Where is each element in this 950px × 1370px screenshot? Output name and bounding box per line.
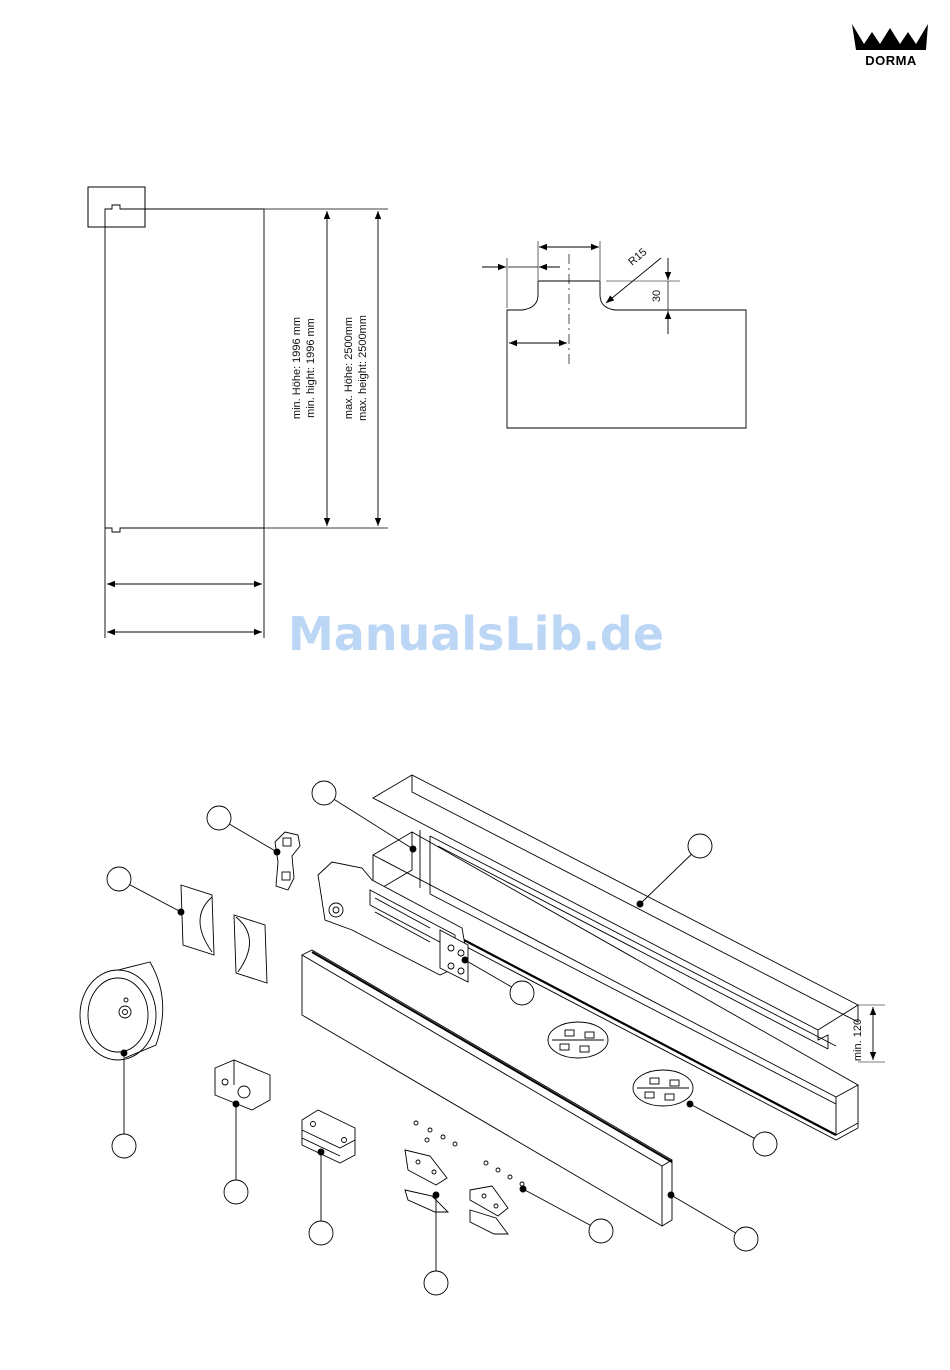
mounting-disc-2 [633, 1070, 693, 1106]
height-labels: min. Höhe: 1996 mm min. hight: 1996 mm m… [291, 315, 369, 421]
detail-marker-box [88, 187, 145, 227]
fixing-plate-2 [470, 1186, 508, 1234]
screw-set-2 [484, 1161, 524, 1186]
callout-circle [207, 806, 231, 830]
stop-block [215, 1060, 270, 1110]
callout-circle [112, 1134, 136, 1158]
clearance-label: min. 120 [852, 1019, 864, 1061]
crown-icon [852, 24, 928, 50]
min-height-label-de: min. Höhe: 1996 mm [291, 317, 303, 419]
radius-label: R15 [626, 246, 649, 268]
door-panel-outline [105, 205, 264, 638]
max-height-label-de: max. Höhe: 2500mm [343, 317, 355, 419]
callout-circle [589, 1219, 613, 1243]
callout-circle [309, 1221, 333, 1245]
fixing-plate-1 [405, 1150, 448, 1212]
callout-bubbles [107, 781, 777, 1295]
cutout-labels: R15 30 [626, 246, 663, 302]
callout-circle [107, 867, 131, 891]
watermark-text: ManualsLib.de [288, 607, 664, 661]
slide-bracket [275, 832, 300, 890]
min-height-label-en: min. hight: 1996 mm [305, 318, 317, 418]
mounting-disc-1 [548, 1022, 608, 1058]
brand-name: DORMA [865, 53, 917, 68]
callout-circle [424, 1271, 448, 1295]
cutout-detail-drawing [482, 241, 746, 428]
roller-disc [80, 962, 163, 1060]
end-cap-clips [181, 885, 267, 983]
depth-label: 30 [651, 290, 663, 302]
cutout-profile [507, 281, 746, 428]
callout-circle [312, 781, 336, 805]
screw-set-1 [414, 1121, 457, 1146]
callout-circle [224, 1180, 248, 1204]
exploded-view [80, 775, 885, 1295]
callout-circle [510, 981, 534, 1005]
door-bottom-notch [105, 528, 264, 532]
callout-circle [734, 1227, 758, 1251]
cover-plate [302, 950, 672, 1226]
dorma-logo: DORMA [852, 24, 928, 68]
callout-circle [688, 834, 712, 858]
max-height-label-en: max. height: 2500mm [357, 315, 369, 421]
callout-circle [753, 1132, 777, 1156]
carriage-block [302, 1110, 355, 1163]
